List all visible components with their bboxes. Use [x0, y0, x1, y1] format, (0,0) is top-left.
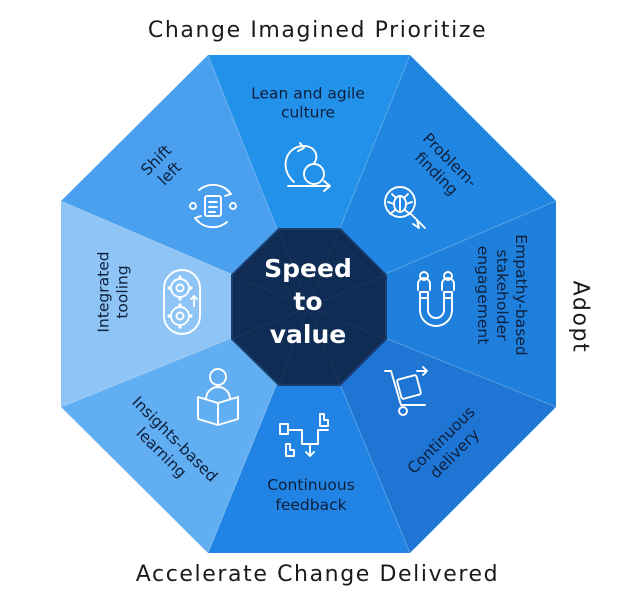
gears-icon: [163, 269, 201, 335]
segments-layer: [60, 54, 557, 554]
center-facet: [307, 306, 387, 340]
segment-feedback: [208, 307, 410, 553]
segment-shift: [61, 55, 308, 307]
icons-layer: [163, 142, 455, 457]
center-layer: Speed to value: [231, 228, 387, 386]
center-octagon: [231, 228, 387, 386]
segment-tooling: [61, 201, 308, 407]
segment-label-line: tooling: [114, 265, 132, 318]
segment-label-line: stakeholder: [493, 250, 511, 342]
segment-problem: [308, 55, 556, 307]
bottom-heading: Accelerate Change Delivered: [135, 562, 500, 587]
segment-label-line: feedback: [275, 496, 346, 514]
top-heading: Change Imagined Prioritize: [147, 18, 488, 43]
bug-magnifier-icon: [384, 186, 426, 229]
center-label-line: value: [270, 320, 347, 349]
magnet-people-icon: [417, 271, 455, 327]
segment-label-line: Integrated: [95, 251, 113, 332]
center-facet: [307, 274, 387, 308]
segment-empathy: [308, 201, 556, 407]
cycle-clipboard-icon: [189, 183, 237, 229]
segment-label-line: culture: [281, 104, 335, 122]
center-facet: [278, 306, 309, 386]
segment-label-feedback: Continuous feedback: [267, 476, 355, 514]
segment-label-line: engagement: [474, 246, 492, 345]
center-facet: [278, 228, 309, 308]
reader-book-icon: [197, 368, 239, 426]
segment-label-line: Continuous: [267, 476, 355, 494]
hand-truck-icon: [384, 366, 428, 416]
segment-lean: [208, 55, 410, 307]
segment-label-line: Empathy-based: [512, 234, 530, 355]
center-facet: [307, 306, 341, 386]
center-label-line: Speed: [264, 254, 352, 283]
center-label-line: to: [293, 287, 322, 316]
segment-label-line: Lean and agile: [251, 85, 365, 103]
segment-delivery: [308, 307, 556, 553]
segment-insights: [61, 307, 308, 553]
center-facet: [231, 306, 309, 340]
thumbs-flow-icon: [279, 413, 329, 457]
center-facet: [231, 274, 309, 308]
loop-arrow-icon: [284, 142, 331, 192]
center-facet: [307, 228, 341, 308]
